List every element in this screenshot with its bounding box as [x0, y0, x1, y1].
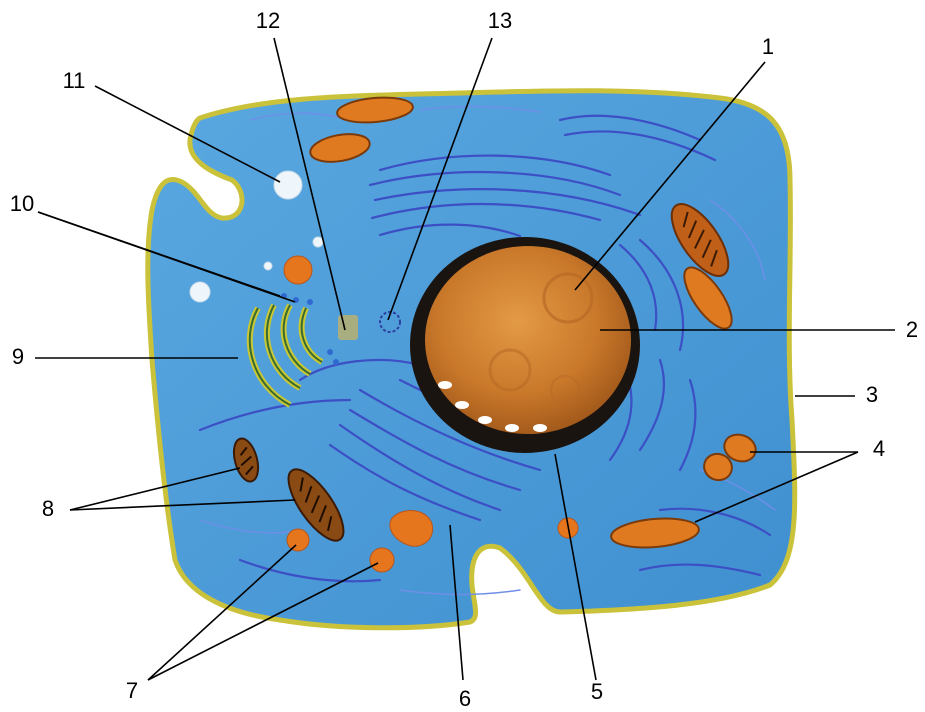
label-10: 10	[10, 191, 34, 216]
label-3: 3	[866, 382, 878, 407]
label-13: 13	[488, 8, 512, 33]
label-12: 12	[256, 8, 280, 33]
label-5: 5	[591, 679, 603, 704]
label-2: 2	[906, 317, 918, 342]
label-11: 11	[63, 68, 86, 93]
label-1: 1	[762, 34, 774, 59]
label-6: 6	[459, 686, 471, 711]
label-9: 9	[12, 344, 24, 369]
label-7: 7	[126, 678, 138, 703]
nucleus	[410, 237, 640, 453]
label-4: 4	[873, 436, 885, 461]
large-vacuole	[274, 171, 302, 199]
label-8: 8	[42, 496, 54, 521]
